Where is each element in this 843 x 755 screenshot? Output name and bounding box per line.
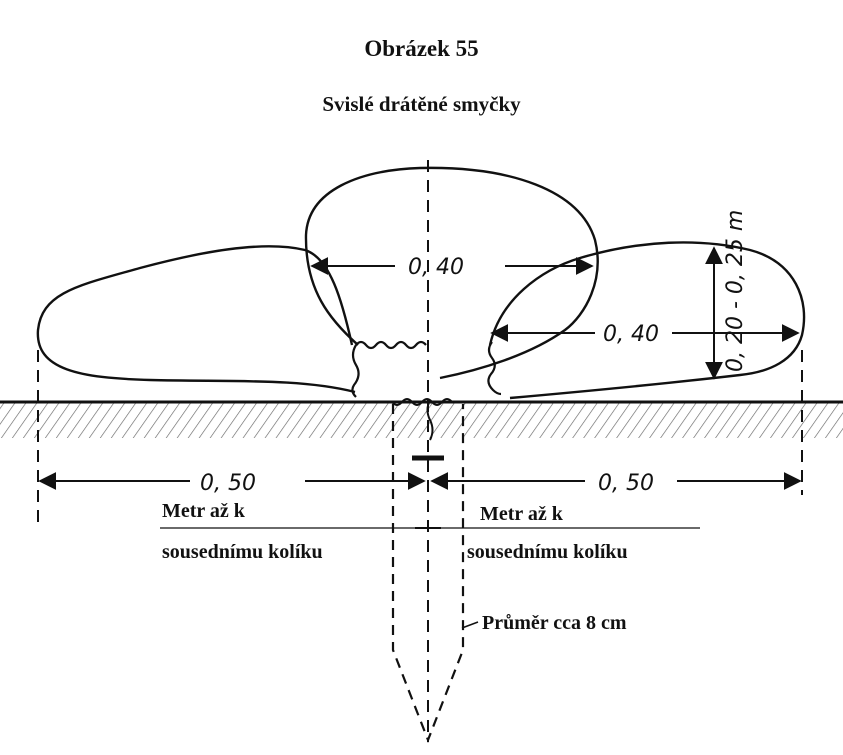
left-neighbour-label-line2: sousednímu kolíku — [162, 541, 323, 563]
left-neighbour-label-line1: Metr až k — [162, 500, 245, 522]
stake-diameter-label: Průměr cca 8 cm — [482, 612, 627, 634]
soil-hatching — [0, 402, 843, 438]
right-neighbour-label-line1: Metr až k — [480, 503, 563, 525]
twisted-wire-left — [351, 340, 427, 398]
wire-to-stake — [391, 398, 453, 441]
left-spacing-label: 0, 50 — [200, 471, 256, 496]
right-wire-loop — [488, 241, 806, 400]
figure-title: Svislé drátěné smyčky — [322, 92, 521, 116]
ground — [0, 400, 843, 438]
center-width-label: 0, 40 — [408, 255, 464, 280]
figure-number: Obrázek 55 — [364, 36, 479, 61]
left-spacing-gap — [190, 468, 305, 494]
height-label: 0, 20 - 0, 25 m — [723, 210, 748, 372]
right-spacing-label: 0, 50 — [598, 471, 654, 496]
center-wire-loop — [304, 166, 599, 380]
right-neighbour-label-line2: sousednímu kolíku — [467, 541, 628, 563]
twisted-wire-right — [487, 341, 502, 396]
stake-outline — [391, 404, 465, 744]
diameter-leader — [461, 621, 479, 629]
right-spacing-gap — [585, 468, 677, 494]
left-wire-loop — [36, 245, 356, 394]
side-width-label: 0, 40 — [603, 322, 659, 347]
